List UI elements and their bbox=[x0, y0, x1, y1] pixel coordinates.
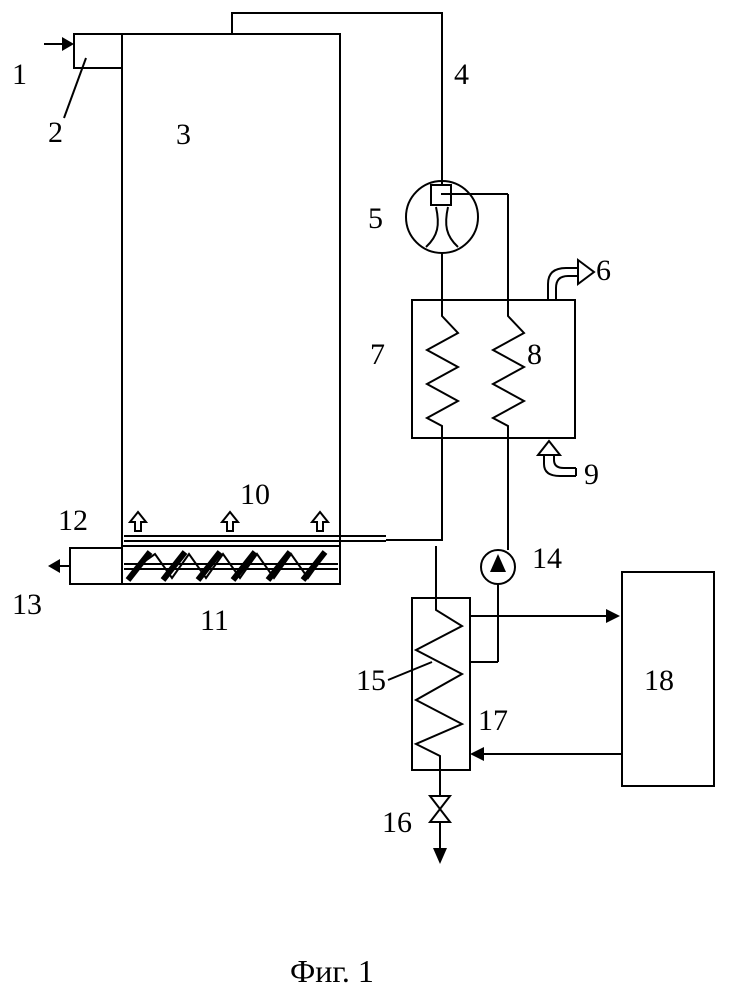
label-10: 10 bbox=[240, 478, 270, 511]
drain-valve bbox=[430, 770, 450, 864]
label-12: 12 bbox=[58, 504, 88, 537]
label-14: 14 bbox=[532, 542, 562, 575]
label-15: 15 bbox=[356, 664, 386, 697]
label-8: 8 bbox=[527, 338, 542, 371]
label-6: 6 bbox=[596, 254, 611, 287]
condenser bbox=[388, 598, 470, 770]
main-vessel bbox=[122, 34, 340, 546]
figure-caption: Фиг. 1 bbox=[290, 953, 374, 989]
line-to-unit bbox=[470, 609, 620, 623]
upward-arrows bbox=[130, 512, 328, 531]
inlet-arrow bbox=[538, 441, 576, 476]
label-13: 13 bbox=[12, 588, 42, 621]
ejector bbox=[406, 181, 508, 300]
outlet-arrow bbox=[548, 260, 594, 300]
label-2: 2 bbox=[48, 116, 63, 149]
distribution-pipe bbox=[124, 536, 386, 541]
pump bbox=[470, 438, 515, 662]
label-4: 4 bbox=[454, 58, 469, 91]
label-3: 3 bbox=[176, 118, 191, 151]
label-5: 5 bbox=[368, 202, 383, 235]
label-18: 18 bbox=[644, 664, 674, 697]
label-7: 7 bbox=[370, 338, 385, 371]
label-1: 1 bbox=[12, 58, 27, 91]
heat-exchanger bbox=[412, 300, 575, 438]
label-16: 16 bbox=[382, 806, 412, 839]
label-9: 9 bbox=[584, 458, 599, 491]
hx-outlet-line bbox=[386, 438, 442, 540]
line-from-unit bbox=[470, 747, 622, 761]
label-17: 17 bbox=[478, 704, 508, 737]
solids-outlet bbox=[48, 548, 122, 584]
label-11: 11 bbox=[200, 604, 229, 637]
screw-conveyor bbox=[122, 546, 340, 584]
feed-inlet bbox=[44, 34, 122, 118]
vapor-line bbox=[232, 13, 442, 184]
